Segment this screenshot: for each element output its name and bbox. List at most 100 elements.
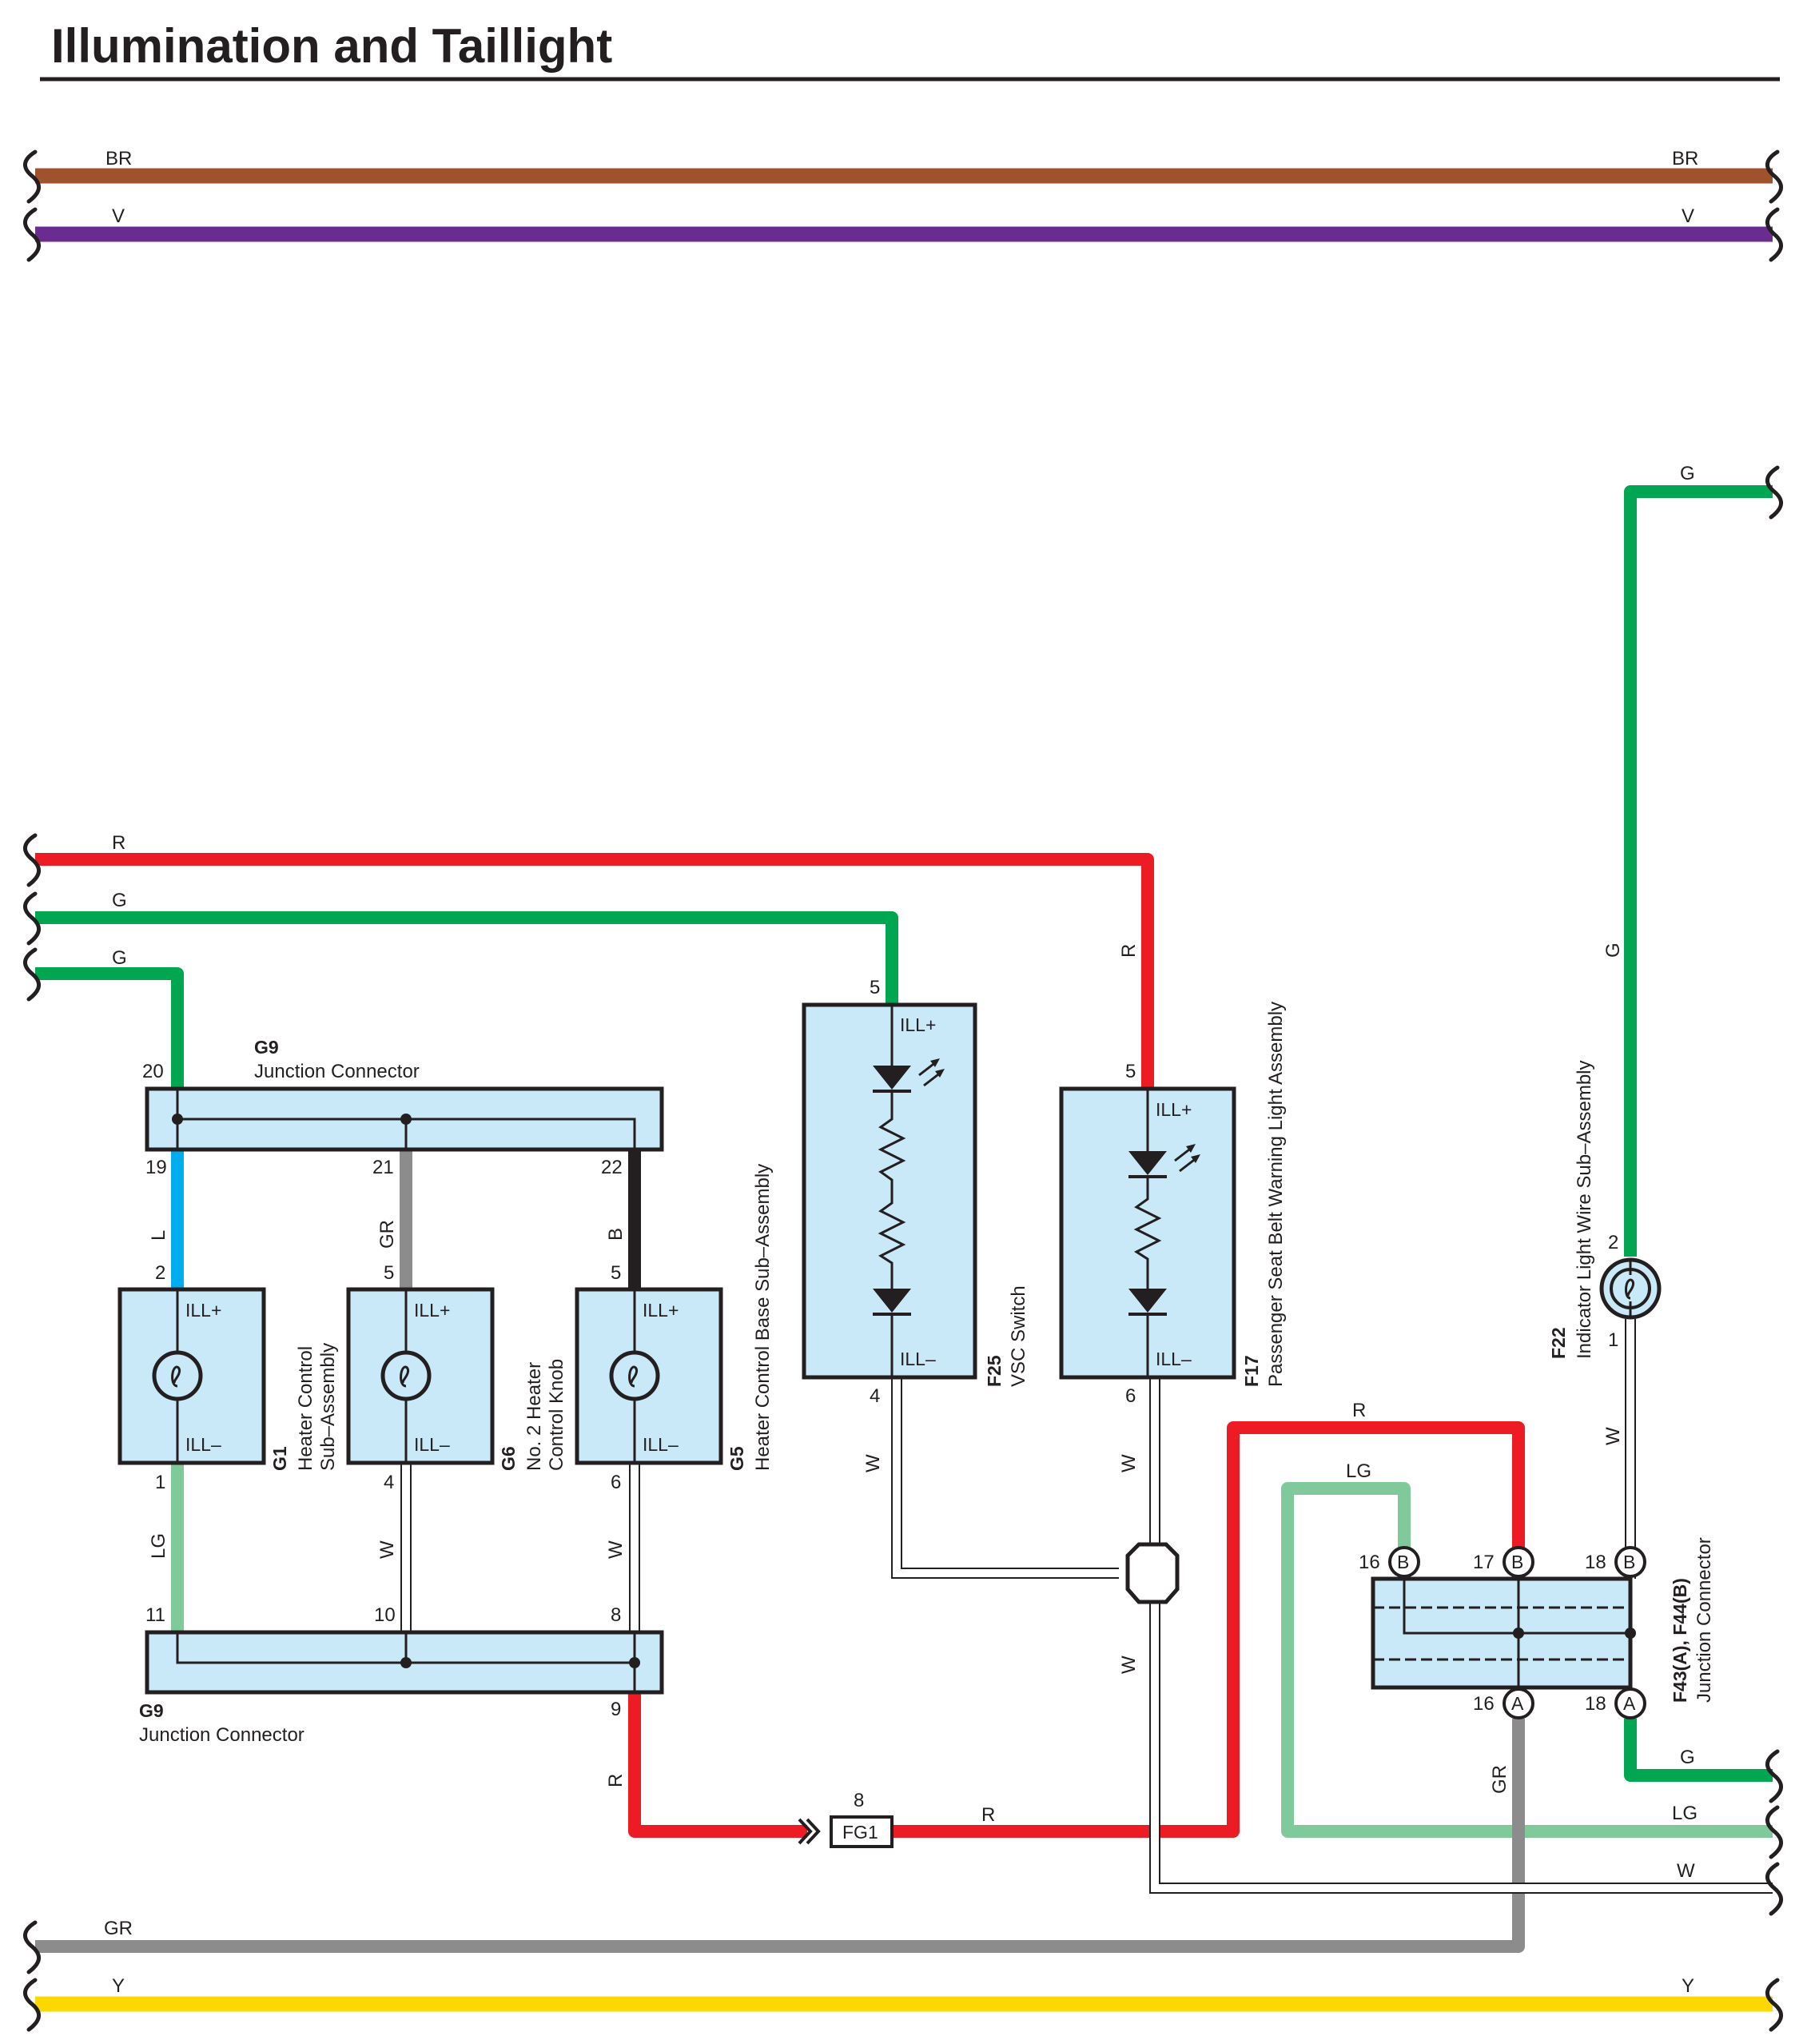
label-r-top: R bbox=[112, 832, 125, 854]
f43-connector bbox=[1371, 1576, 1636, 1690]
splice-octagon bbox=[1125, 1542, 1180, 1604]
f43-pin-a18 bbox=[1614, 1687, 1646, 1719]
wire-w-f25 bbox=[891, 1377, 1119, 1579]
f43-pin-b18 bbox=[1614, 1546, 1646, 1578]
g6-name-line2: Control Knob bbox=[546, 1359, 567, 1471]
g9-top-pin-20: 20 bbox=[142, 1061, 164, 1082]
f43-pin-label-16-bottom: 16 bbox=[1473, 1693, 1495, 1715]
label-v-right: V bbox=[1682, 205, 1694, 227]
wire-r-top bbox=[35, 853, 1154, 1089]
page-title: Illumination and Taillight bbox=[51, 19, 612, 73]
f43-letter-b17: B bbox=[1511, 1552, 1523, 1572]
f17-name: Passenger Seat Belt Warning Light Assemb… bbox=[1265, 1002, 1287, 1387]
label-w-g5: W bbox=[605, 1540, 627, 1559]
g1-id: G1 bbox=[269, 1446, 290, 1471]
f25-component bbox=[802, 1002, 977, 1380]
g9-top-pin-21: 21 bbox=[372, 1157, 394, 1178]
break-y-left bbox=[23, 1978, 41, 2032]
break-br-left bbox=[23, 149, 41, 204]
f25-pin-top: 5 bbox=[870, 977, 880, 998]
wire-lg-loop bbox=[1281, 1482, 1773, 1838]
f17-component bbox=[1059, 1086, 1236, 1380]
f43-pin-label-18-bottom: 18 bbox=[1585, 1693, 1606, 1715]
break-br-right bbox=[1765, 149, 1783, 204]
f43-pin-label-18-top: 18 bbox=[1585, 1552, 1606, 1573]
g9-bottom-name: Junction Connector bbox=[139, 1724, 304, 1746]
f17-ill-plus: ILL+ bbox=[1156, 1099, 1192, 1120]
f25-id: F25 bbox=[984, 1355, 1005, 1387]
g9-top-connector bbox=[145, 1086, 664, 1152]
break-y-right bbox=[1765, 1978, 1783, 2032]
label-b-g5: B bbox=[605, 1228, 627, 1241]
g9-bottom-id: G9 bbox=[139, 1700, 164, 1721]
break-g2-left bbox=[23, 947, 41, 1002]
label-r-fg1: R bbox=[981, 1804, 995, 1826]
f22-pin-bottom: 1 bbox=[1608, 1329, 1618, 1351]
g5-component bbox=[575, 1287, 723, 1465]
fg1-id: FG1 bbox=[842, 1822, 878, 1843]
f43-pin-label-16-top: 16 bbox=[1359, 1552, 1380, 1573]
g6-ill-plus: ILL+ bbox=[414, 1300, 450, 1321]
wire-gr-bottom bbox=[35, 1719, 1525, 1953]
label-y-right: Y bbox=[1682, 1975, 1694, 1997]
f25-pin-bottom: 4 bbox=[870, 1385, 880, 1407]
label-r-g9-down: R bbox=[605, 1774, 627, 1787]
g9-bottom-pin-9: 9 bbox=[611, 1699, 621, 1720]
label-g-right-vert: G bbox=[1602, 942, 1624, 958]
g1-ill-minus: ILL– bbox=[185, 1434, 221, 1455]
g6-ill-minus: ILL– bbox=[414, 1434, 450, 1455]
g5-pin-top: 5 bbox=[611, 1262, 621, 1284]
g9-bottom-pin-11: 11 bbox=[145, 1604, 165, 1626]
label-g-top2: G bbox=[112, 947, 127, 969]
break-w-right bbox=[1765, 1862, 1783, 1916]
f43-letter-a18: A bbox=[1623, 1693, 1636, 1714]
label-g-right-top: G bbox=[1680, 463, 1695, 484]
break-g1-left bbox=[23, 891, 41, 946]
g9-bottom-pin-8: 8 bbox=[611, 1604, 621, 1626]
f43-pin-label-17-top: 17 bbox=[1473, 1552, 1495, 1573]
f43-id: F43(A), F44(B) bbox=[1670, 1578, 1690, 1703]
label-y-left: Y bbox=[112, 1975, 125, 1997]
break-v-left bbox=[23, 207, 41, 262]
f17-pin-top: 5 bbox=[1125, 1061, 1136, 1082]
label-gr-g6: GR bbox=[376, 1220, 398, 1249]
g1-ill-plus: ILL+ bbox=[185, 1300, 221, 1321]
f43-pin-b16 bbox=[1388, 1546, 1420, 1578]
g6-id: G6 bbox=[498, 1446, 519, 1471]
label-w-f25: W bbox=[862, 1454, 884, 1472]
wire-r-fg1-loop bbox=[892, 1421, 1525, 1838]
wire-g-f22 bbox=[1624, 485, 1773, 1257]
g1-pin-top: 2 bbox=[155, 1262, 165, 1284]
g1-component bbox=[117, 1287, 266, 1465]
break-g-right-bottom bbox=[1765, 1749, 1783, 1803]
f25-ill-minus: ILL– bbox=[900, 1349, 936, 1369]
f43-letter-b18: B bbox=[1623, 1552, 1635, 1572]
f17-pin-bottom: 6 bbox=[1125, 1385, 1136, 1407]
g1-name-line2: Sub–Assembly bbox=[317, 1343, 339, 1471]
label-r-loop: R bbox=[1352, 1400, 1366, 1421]
g9-top-pin-19: 19 bbox=[145, 1157, 167, 1178]
label-w-f17: W bbox=[1118, 1454, 1140, 1472]
label-l-g1: L bbox=[148, 1230, 169, 1241]
g5-ill-minus: ILL– bbox=[643, 1434, 679, 1455]
f43-letter-b16: B bbox=[1397, 1552, 1409, 1572]
g9-top-name: Junction Connector bbox=[254, 1061, 420, 1082]
f43-name: Junction Connector bbox=[1694, 1537, 1715, 1703]
label-gr-left: GR bbox=[104, 1918, 133, 1939]
g9-bottom-connector bbox=[145, 1630, 664, 1695]
fg1-connector bbox=[798, 1815, 894, 1848]
g9-top-pin-22: 22 bbox=[601, 1157, 623, 1178]
g5-ill-plus: ILL+ bbox=[643, 1300, 679, 1321]
break-r-top-left bbox=[23, 833, 41, 887]
g1-pin-bottom: 1 bbox=[155, 1472, 165, 1493]
f22-id: F22 bbox=[1548, 1327, 1569, 1359]
label-g-top1: G bbox=[112, 890, 127, 911]
wire-w-right bbox=[1149, 1603, 1773, 1894]
label-br-left: BR bbox=[105, 148, 132, 169]
g5-id: G5 bbox=[726, 1446, 747, 1471]
f22-pin-top: 2 bbox=[1608, 1232, 1618, 1253]
f43-pin-a16 bbox=[1503, 1687, 1534, 1719]
label-w-f22: W bbox=[1602, 1427, 1624, 1445]
g6-name-line1: No. 2 Heater bbox=[523, 1362, 545, 1471]
